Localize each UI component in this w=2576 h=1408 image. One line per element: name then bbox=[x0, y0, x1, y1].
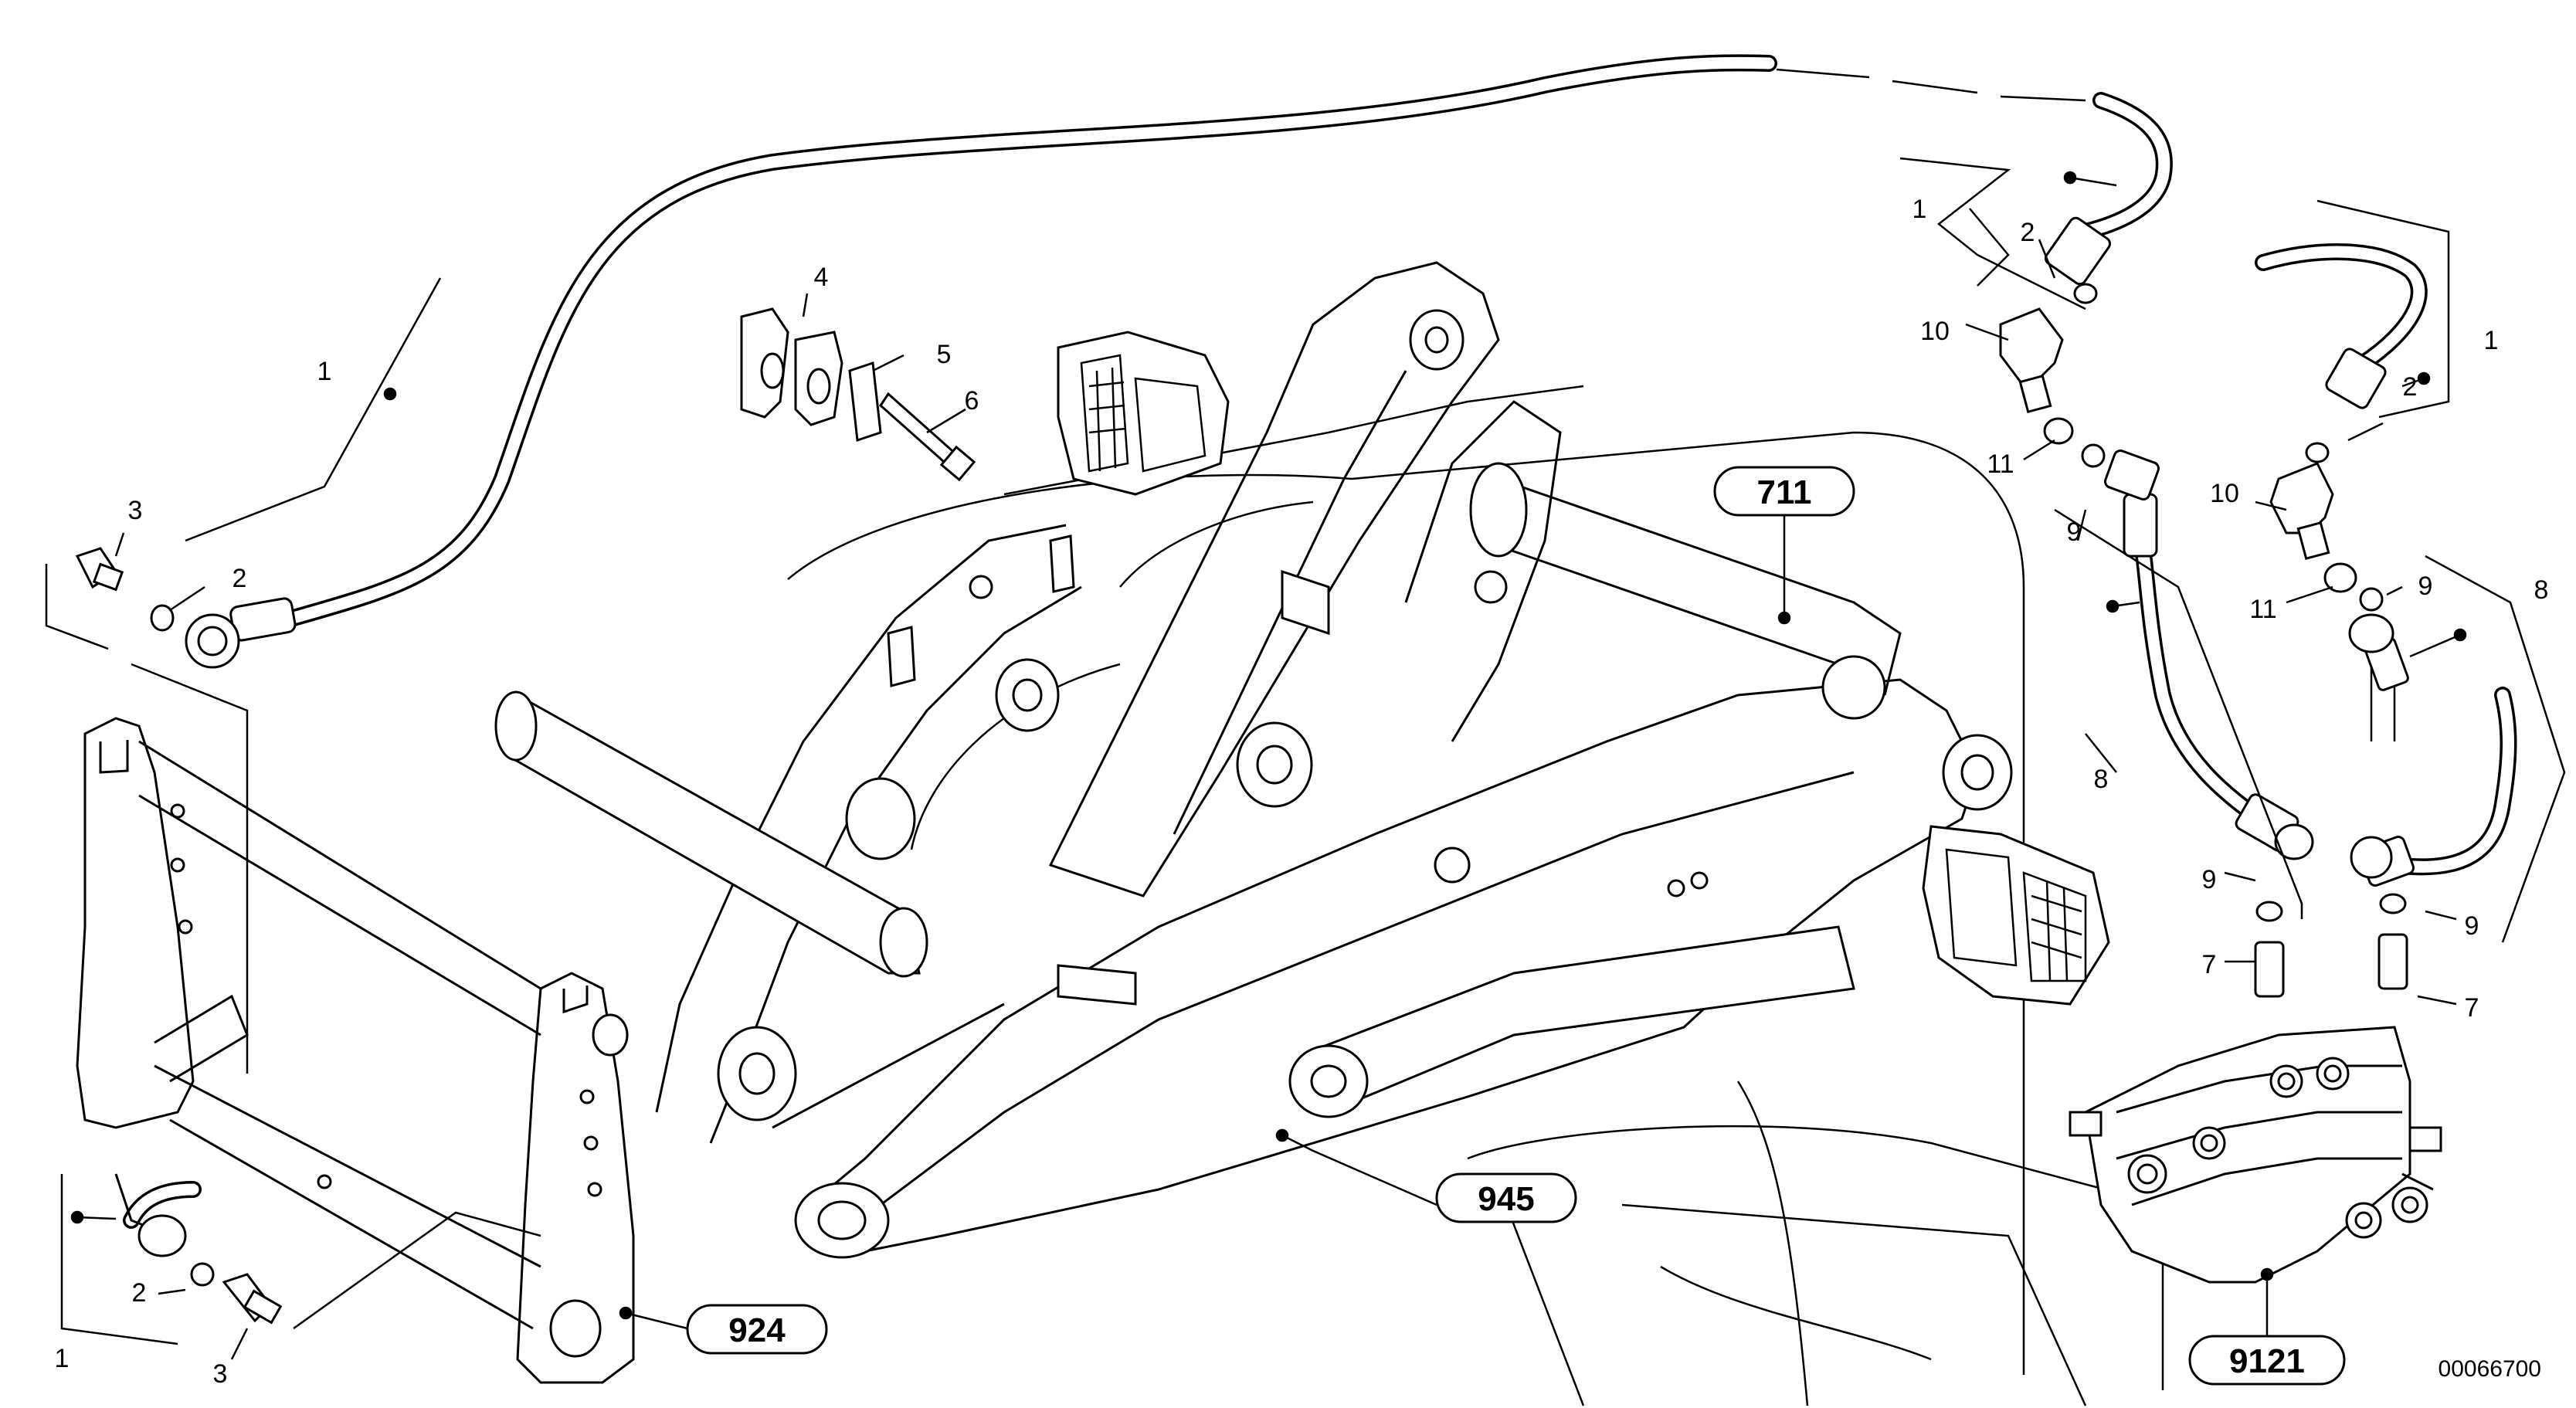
callout-8-left: 8 bbox=[2094, 765, 2109, 794]
callout-3-bottom-left: 3 bbox=[213, 1359, 228, 1389]
reference-945-label: 945 bbox=[1478, 1180, 1534, 1218]
callout-2-bottom-left: 2 bbox=[132, 1278, 147, 1308]
reference-711[interactable]: 711 bbox=[1713, 466, 1855, 517]
fitting-3-bottom bbox=[190, 1262, 283, 1325]
callout-10-left: 10 bbox=[1920, 317, 1950, 346]
callout-10-right: 10 bbox=[2210, 479, 2239, 508]
work-light-right bbox=[1922, 825, 2110, 1006]
quick-coupler-frame bbox=[76, 717, 635, 1384]
callout-2-top-mid: 2 bbox=[2021, 218, 2035, 247]
work-light-left bbox=[1057, 331, 1230, 496]
hose-8-left bbox=[2104, 450, 2314, 860]
elbow-10-left bbox=[1999, 283, 2106, 468]
clamp-4 bbox=[740, 307, 843, 426]
callout-1-bottom-left: 1 bbox=[55, 1344, 70, 1373]
document-id: 00066700 bbox=[2439, 1356, 2541, 1382]
callout-2-top-left: 2 bbox=[232, 564, 247, 593]
callout-1-right: 1 bbox=[2484, 326, 2499, 355]
long-hose-right-end bbox=[2044, 92, 2173, 286]
reference-9121[interactable]: 9121 bbox=[2188, 1335, 2346, 1386]
callout-7-right: 7 bbox=[2465, 993, 2479, 1023]
callout-9-right-bottom: 9 bbox=[2465, 911, 2479, 941]
short-hose-right bbox=[2255, 243, 2428, 409]
plate-5 bbox=[848, 361, 882, 443]
callout-1-top-left: 1 bbox=[317, 357, 332, 386]
callout-labels: 1 2 3 4 5 6 1 2 10 11 9 8 9 7 1 2 10 11 … bbox=[55, 195, 2549, 1389]
callout-1-top-mid: 1 bbox=[1912, 195, 1927, 224]
callout-9-left-bottom: 9 bbox=[2202, 865, 2217, 894]
reference-924[interactable]: 924 bbox=[686, 1304, 828, 1355]
fitting-3-top bbox=[75, 547, 175, 632]
long-hose-left bbox=[185, 54, 1777, 669]
reference-711-label: 711 bbox=[1757, 473, 1812, 511]
callout-8-right: 8 bbox=[2534, 575, 2549, 605]
bracket-lines bbox=[45, 68, 2566, 1345]
reference-9121-label: 9121 bbox=[2229, 1342, 2305, 1380]
callout-6: 6 bbox=[965, 386, 979, 416]
loader-arm bbox=[494, 261, 2013, 1259]
leaders bbox=[70, 171, 2467, 1360]
reference-945[interactable]: 945 bbox=[1435, 1172, 1577, 1223]
callout-2-right: 2 bbox=[2403, 372, 2418, 402]
callout-5: 5 bbox=[937, 340, 952, 369]
elbow-10-right bbox=[2269, 442, 2384, 612]
callout-11-left: 11 bbox=[1987, 450, 2014, 479]
control-valve bbox=[2069, 1026, 2442, 1284]
reference-924-label: 924 bbox=[728, 1311, 786, 1349]
callout-3-top-left: 3 bbox=[128, 496, 143, 525]
callout-9-left-top: 9 bbox=[2067, 517, 2082, 547]
callout-9-right-top: 9 bbox=[2418, 572, 2433, 601]
bolt-6 bbox=[879, 392, 976, 482]
callout-11-right: 11 bbox=[2249, 595, 2276, 624]
hose-lower-left bbox=[114, 1173, 202, 1257]
callout-7-left: 7 bbox=[2202, 950, 2217, 979]
callout-4: 4 bbox=[814, 263, 829, 292]
adapter-7 bbox=[2254, 893, 2408, 998]
hose-8-right bbox=[2348, 613, 2517, 887]
